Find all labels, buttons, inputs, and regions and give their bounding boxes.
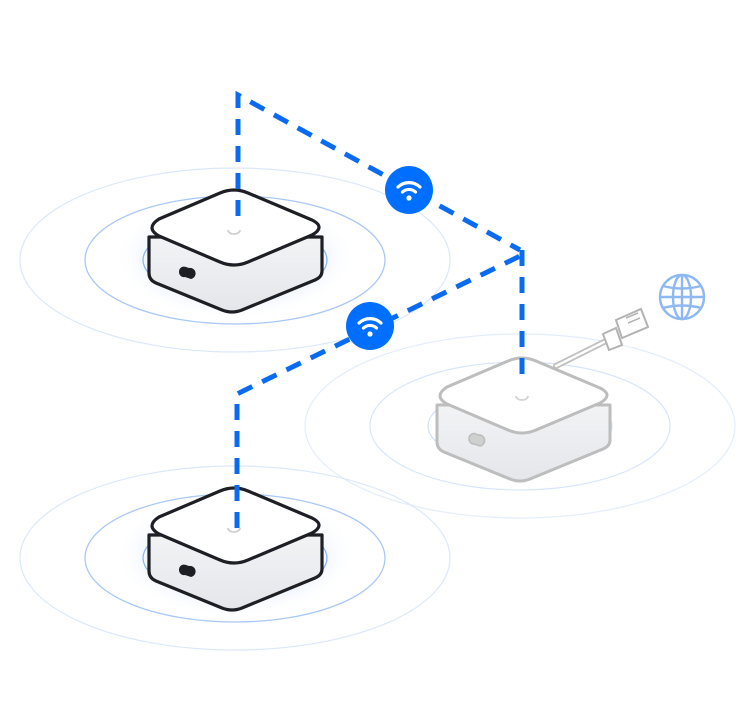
wifi-icon bbox=[346, 302, 394, 350]
gateway-device bbox=[435, 356, 612, 483]
device-logo-icon bbox=[515, 395, 529, 401]
globe-icon bbox=[658, 273, 706, 321]
device-logo-icon bbox=[227, 527, 241, 533]
gateway-node-group bbox=[304, 307, 736, 519]
device-logo-icon bbox=[227, 229, 241, 235]
top-mesh-device bbox=[147, 188, 324, 314]
wifi-icon bbox=[385, 166, 433, 214]
ethernet-plug-icon bbox=[553, 307, 650, 369]
mesh-node-top-group bbox=[19, 167, 451, 353]
